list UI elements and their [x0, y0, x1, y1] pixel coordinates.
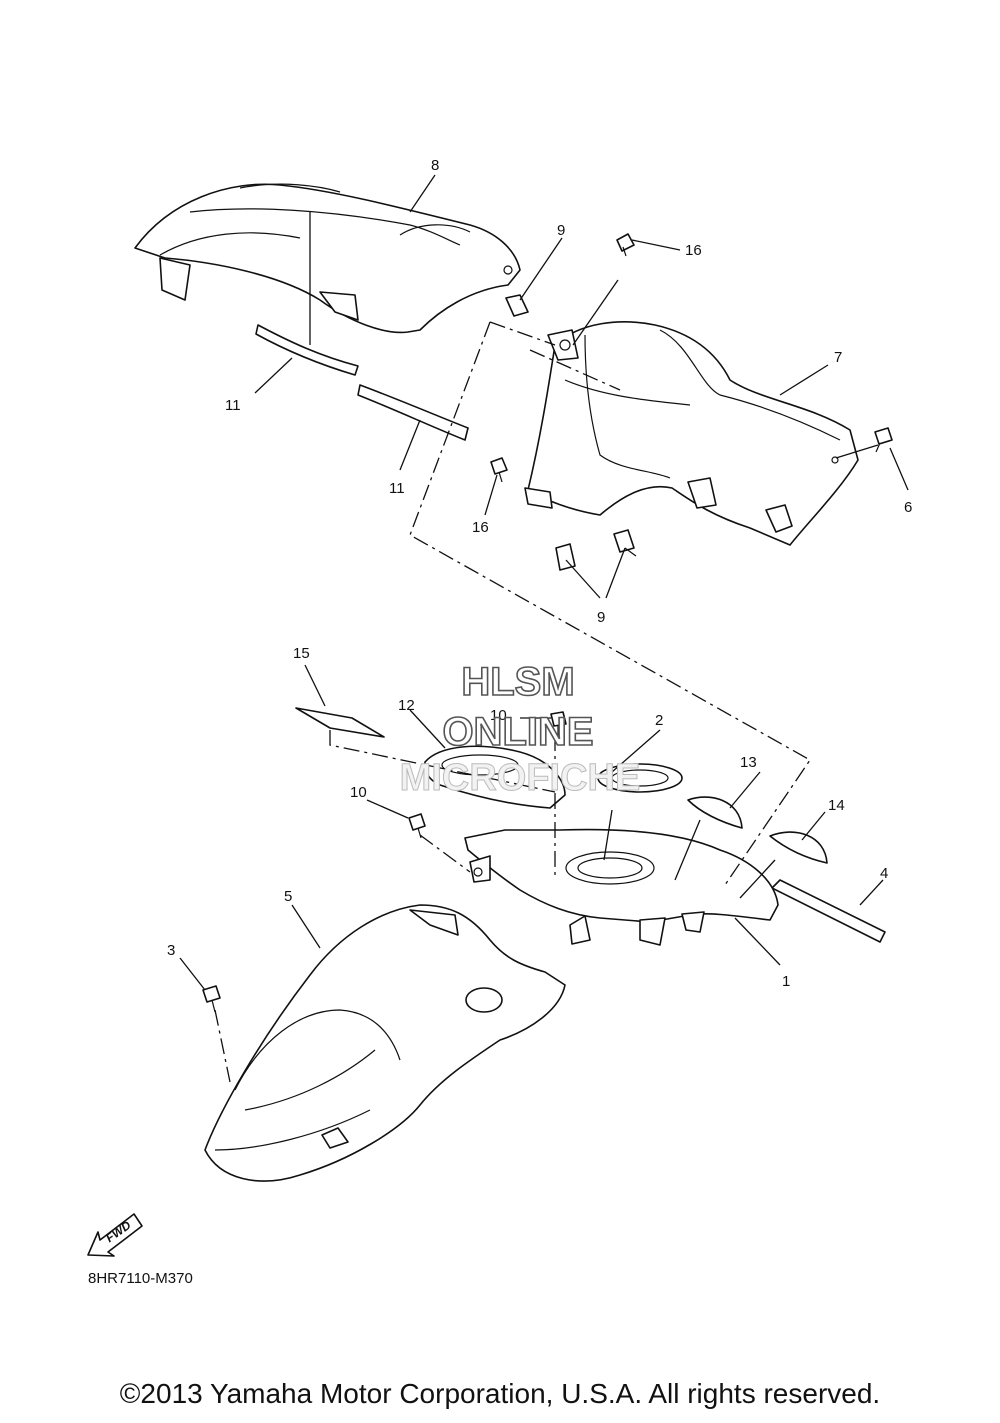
diagram-code: 8HR7110-M370: [88, 1270, 193, 1287]
callout-1: 1: [782, 973, 790, 990]
part-3-bolt: [202, 985, 221, 1013]
callout-2: 2: [655, 712, 663, 729]
callout-10-center: 10: [490, 707, 507, 724]
callout-13: 13: [740, 754, 757, 771]
part-14-pad: [769, 831, 828, 864]
callout-10-left: 10: [350, 784, 367, 801]
callout-4: 4: [880, 865, 888, 882]
part-10-bolt-left: [408, 813, 426, 839]
callout-3: 3: [167, 942, 175, 959]
copyright-notice: ©2013 Yamaha Motor Corporation, U.S.A. A…: [119, 1378, 881, 1409]
reference-lines: [214, 321, 811, 1083]
callout-9-upper: 9: [557, 222, 565, 239]
leader-lines: [179, 174, 909, 991]
callout-7: 7: [834, 349, 842, 366]
part-13-pad: [687, 796, 743, 829]
part-6-bolt: [874, 427, 893, 453]
callout-11-lower: 11: [389, 480, 405, 497]
part-10-bolt-center: [550, 711, 567, 736]
watermark-line-1: HLSM: [461, 660, 574, 704]
part-16-bolt-top: [616, 233, 635, 257]
callout-5: 5: [284, 888, 292, 905]
callout-12: 12: [398, 697, 415, 714]
watermark-line-2: ONLINE: [442, 710, 593, 754]
callout-16-lower: 16: [472, 519, 489, 536]
part-2-ring: [597, 763, 683, 793]
fwd-arrow-icon: FWD: [87, 1213, 143, 1257]
part-5-front-cover: [204, 904, 566, 1182]
part-15-strip: [295, 707, 385, 738]
callout-6: 6: [904, 499, 912, 516]
callout-8: 8: [431, 157, 439, 174]
callout-numbers: 8 11 11 9 16 7 6 16 9 15 12 10 2 13 10 1…: [167, 157, 912, 990]
part-9-clips: [505, 294, 635, 571]
callout-11-upper: 11: [225, 397, 241, 414]
callout-9-lower: 9: [597, 609, 605, 626]
watermark-line-3: MICROFICHE: [400, 757, 641, 799]
callout-16-upper: 16: [685, 242, 702, 259]
part-7-main-cover: [524, 321, 859, 546]
part-1-inner-panel: [464, 828, 779, 946]
callout-14: 14: [828, 797, 845, 814]
part-11-seal-strips: [255, 324, 469, 441]
watermark: HLSM ONLINE MICROFICHE: [399, 659, 641, 799]
part-8-upper-cover: [134, 183, 521, 334]
callout-15: 15: [293, 645, 310, 662]
part-12-cover: [424, 745, 566, 809]
part-4-strip: [771, 879, 886, 943]
part-16-bolt-left: [490, 457, 508, 483]
